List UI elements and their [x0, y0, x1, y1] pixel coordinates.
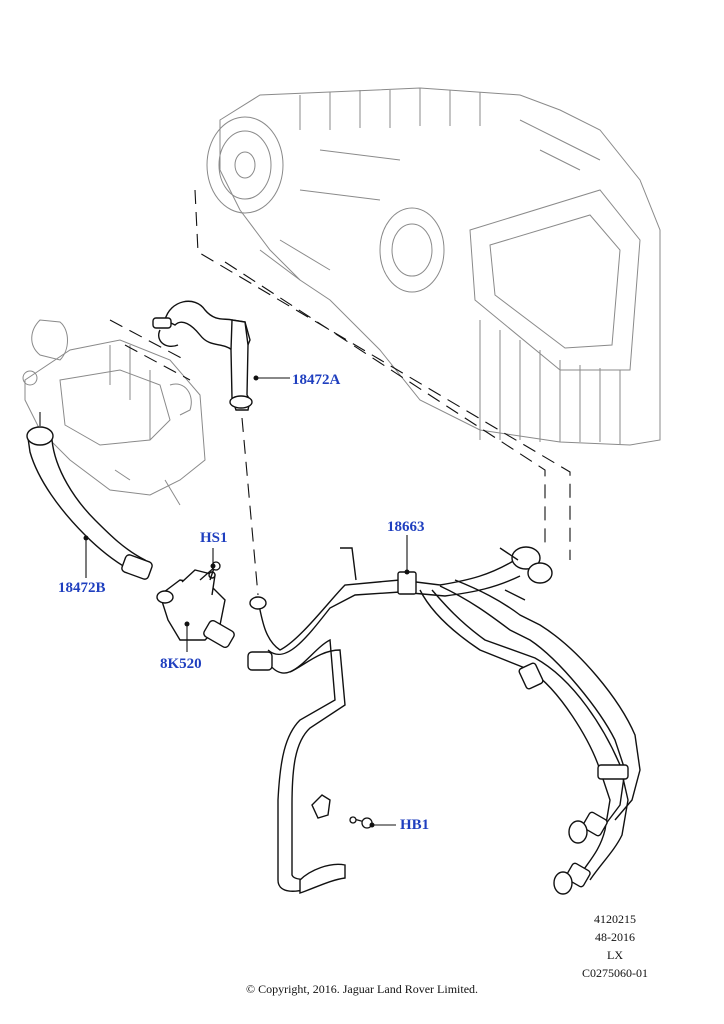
- bolt-HB1: [349, 816, 373, 829]
- callout-18663[interactable]: 18663: [387, 519, 425, 535]
- reference-line-2: 48-2016: [595, 930, 635, 944]
- callout-18472A[interactable]: 18472A: [292, 372, 341, 388]
- callout-18472B[interactable]: 18472B: [58, 580, 106, 596]
- reference-line-1: 4120215: [594, 912, 636, 926]
- callout-dots: [83, 375, 410, 828]
- hose-18472A: [152, 300, 253, 411]
- callout-HB1[interactable]: HB1: [400, 817, 430, 833]
- valve-8K520: [156, 567, 235, 649]
- callout-HS1[interactable]: HS1: [200, 530, 228, 546]
- hose-assembly-18663: [247, 546, 641, 895]
- reference-line-4: C0275060-01: [582, 966, 648, 980]
- hose-18472B: [26, 426, 153, 580]
- reference-line-3: LX: [607, 948, 623, 962]
- callout-leaders: [85, 377, 408, 826]
- copyright-notice: © Copyright, 2016. Jaguar Land Rover Lim…: [245, 982, 479, 996]
- leader-dashed-lines: [39, 189, 571, 596]
- heater-unit-illustration: [206, 87, 661, 446]
- illustration-reference: 4120215 48-2016 LX C0275060-01: [570, 910, 660, 982]
- callout-8K520[interactable]: 8K520: [160, 656, 202, 672]
